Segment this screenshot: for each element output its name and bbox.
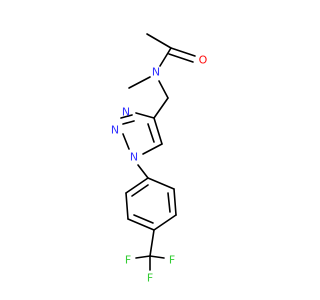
atom-fluorine-right: F	[169, 254, 175, 267]
bond-methyl-carbonyl	[146, 33, 172, 49]
bond-n-ch2	[158, 80, 169, 99]
bond-ch2-triazole	[153, 97, 169, 119]
atom-fluorine-left: F	[125, 254, 131, 267]
bond-c5-n1	[142, 143, 163, 155]
bond-n1-n2	[122, 133, 130, 150]
bond-phenyl-6-inner	[131, 184, 149, 197]
bond-carbonyl-o-2	[168, 53, 194, 63]
atom-fluorine-bottom: F	[147, 272, 153, 285]
atom-amide-nitrogen: N	[152, 66, 160, 79]
bond-phenyl-2	[173, 188, 177, 216]
bond-phenyl-6	[125, 177, 149, 194]
bond-phenyl-5	[125, 192, 129, 220]
bond-n1-phenyl	[137, 164, 149, 179]
bond-c4-c5	[153, 117, 163, 145]
atom-triazole-n3: N	[122, 106, 130, 119]
bond-carbonyl-n	[159, 47, 172, 67]
bond-n2-n3-inner	[122, 120, 135, 125]
atom-triazole-n1: N	[130, 151, 138, 164]
bond-phenyl-1	[147, 177, 175, 190]
bond-n2-n3	[120, 114, 133, 119]
bond-n3-c4	[135, 112, 155, 119]
atom-triazole-n2: N	[111, 124, 119, 137]
atom-oxygen: O	[199, 54, 208, 67]
bond-n-methyl	[128, 76, 151, 89]
bond-phenyl-4-inner	[133, 214, 154, 224]
bond-carbonyl-o-1	[170, 47, 196, 57]
bond-c4-c5-inner	[147, 123, 155, 143]
chemical-structure-diagram: O N N N N F F F	[111, 33, 208, 285]
bond-c-f2	[149, 255, 165, 259]
bond-c-f1	[135, 255, 151, 259]
bond-phenyl-3	[153, 214, 177, 231]
bond-phenyl-4	[127, 218, 155, 231]
bond-phenyl-cf3	[149, 229, 155, 257]
bond-phenyl-2-inner	[167, 192, 171, 213]
